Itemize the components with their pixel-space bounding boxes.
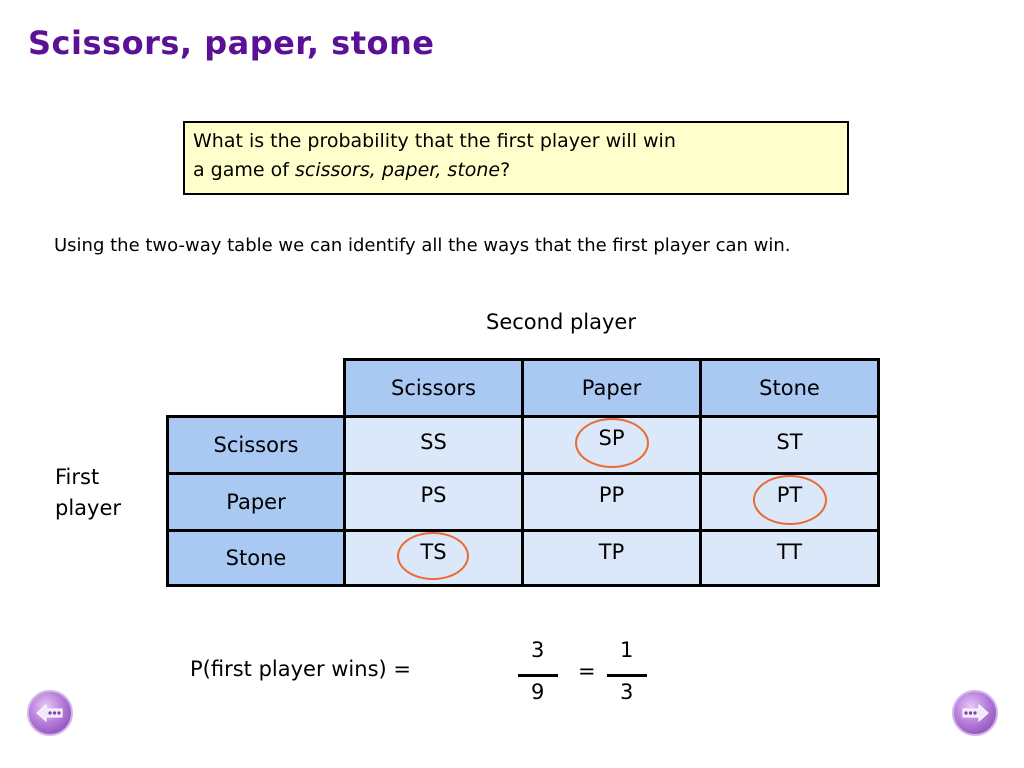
fraction-1-denominator: 9 [531, 680, 545, 704]
column-header-paper: Paper [521, 358, 702, 418]
back-arrow-icon [36, 703, 63, 723]
previous-slide-button[interactable] [27, 690, 73, 736]
fraction-1-bar [518, 674, 558, 677]
forward-arrow-icon [962, 703, 989, 723]
highlight-ring-ts [397, 532, 469, 580]
question-line-2-suffix: ? [500, 159, 511, 181]
table-cell-tt: TT [699, 529, 880, 587]
fraction-2-numerator: 1 [620, 638, 634, 662]
table-cell-ps: PS [343, 472, 524, 532]
row-axis-label-line-1: First [55, 465, 100, 489]
question-game-name: scissors, paper, stone [294, 159, 501, 181]
row-header-paper: Paper [166, 472, 346, 532]
row-axis-label-line-2: player [55, 496, 122, 520]
table-cell-st: ST [699, 415, 880, 475]
row-header-scissors: Scissors [166, 415, 346, 475]
question-line-1: What is the probability that the first p… [193, 130, 676, 152]
page-title: Scissors, paper, stone [28, 24, 435, 62]
question-line-2-prefix: a game of [193, 159, 295, 181]
fraction-2-denominator: 3 [620, 680, 634, 704]
table-cell-ss: SS [343, 415, 524, 475]
column-header-scissors: Scissors [343, 358, 524, 418]
probability-label: P(first player wins) = [190, 657, 411, 681]
question-line-2: a game of scissors, paper, stone? [193, 156, 839, 185]
fraction-1-numerator: 3 [531, 638, 545, 662]
column-axis-label: Second player [486, 310, 636, 334]
equals-sign: = [578, 659, 596, 683]
fraction-2-bar [607, 674, 647, 677]
row-header-stone: Stone [166, 529, 346, 587]
highlight-ring-sp [575, 418, 649, 468]
table-cell-tp: TP [521, 529, 702, 587]
column-header-stone: Stone [699, 358, 880, 418]
table-cell-pp: PP [521, 472, 702, 532]
question-box: What is the probability that the first p… [183, 121, 849, 195]
row-axis-label: First player [55, 462, 121, 524]
next-slide-button[interactable] [952, 690, 998, 736]
intro-text: Using the two-way table we can identify … [54, 235, 791, 256]
highlight-ring-pt [753, 475, 827, 525]
